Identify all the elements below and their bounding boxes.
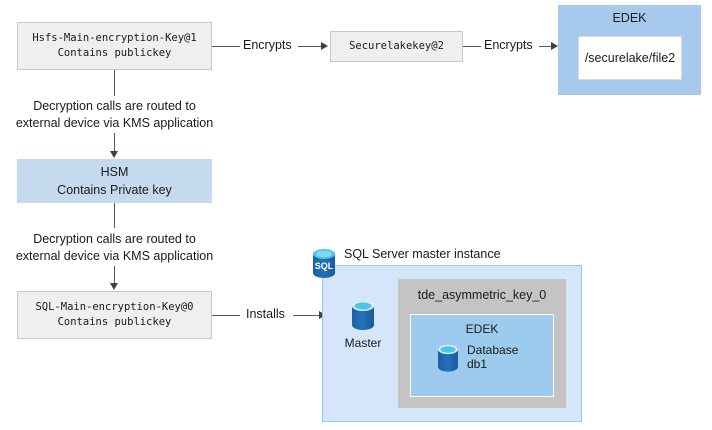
arrow-down-icon [109, 283, 118, 290]
sql-key-line1: SQL-Main-encryption-Key@0 [35, 300, 194, 313]
db1-database-cylinder-icon [436, 343, 460, 374]
arrow-right-icon [551, 41, 558, 50]
connector-line [463, 46, 481, 47]
securelakekey-label: Securelakekey@2 [349, 39, 444, 52]
edge-label-encrypts-1: Encrypts [243, 38, 292, 52]
arrow-right-icon [321, 41, 328, 50]
panel-title: SQL Server master instance [344, 247, 501, 261]
edek-inner-title: EDEK [465, 322, 499, 336]
connector-line [539, 46, 552, 47]
edge-label-installs: Installs [246, 307, 285, 321]
svg-text:SQL: SQL [315, 261, 334, 271]
node-securelakekey[interactable]: Securelakekey@2 [330, 31, 463, 62]
node-hsm[interactable]: HSM Contains Private key [17, 159, 212, 203]
tde-title: tde_asymmetric_key_0 [417, 288, 547, 302]
connector-line [212, 315, 240, 316]
node-edek-top[interactable]: EDEK /securelake/file2 [558, 5, 701, 95]
node-hsfs-main-encryption-key[interactable]: Hsfs-Main-encryption-Key@1 Contains publ… [17, 22, 212, 70]
connector-line [114, 70, 115, 96]
connector-line [298, 46, 322, 47]
edek-top-file-label: /securelake/file2 [584, 51, 676, 65]
node-sql-main-encryption-key[interactable]: SQL-Main-encryption-Key@0 Contains publi… [17, 291, 212, 339]
connector-line [114, 266, 115, 285]
edek-top-title: EDEK [612, 11, 647, 25]
node-edek-inner[interactable]: EDEK Database db1 [410, 314, 554, 397]
arrow-down-icon [109, 151, 118, 158]
node-tde-asymmetric-key[interactable]: tde_asymmetric_key_0 EDEK [398, 279, 566, 408]
edge-label-encrypts-2: Encrypts [484, 38, 533, 52]
hsm-line1: HSM [100, 164, 129, 179]
hsfs-key-line1: Hsfs-Main-encryption-Key@1 [32, 31, 197, 44]
master-label: Master [344, 336, 382, 350]
master-database-cylinder-icon [350, 299, 376, 332]
sql-key-line2: Contains publickey [57, 316, 172, 328]
db1-label: Database db1 [467, 343, 519, 372]
note-decryption-calls-2: Decryption calls are routed to external … [15, 232, 214, 263]
connector-line [114, 203, 115, 228]
connector-line [212, 46, 240, 47]
edek-top-file-box[interactable]: /securelake/file2 [578, 36, 682, 80]
hsm-line2: Contains Private key [57, 183, 172, 197]
connector-line [114, 133, 115, 153]
note-decryption-calls-1: Decryption calls are routed to external … [15, 99, 214, 130]
sql-database-icon: SQL [310, 247, 338, 281]
connector-line [293, 315, 320, 316]
hsfs-key-line2: Contains publickey [57, 47, 172, 59]
